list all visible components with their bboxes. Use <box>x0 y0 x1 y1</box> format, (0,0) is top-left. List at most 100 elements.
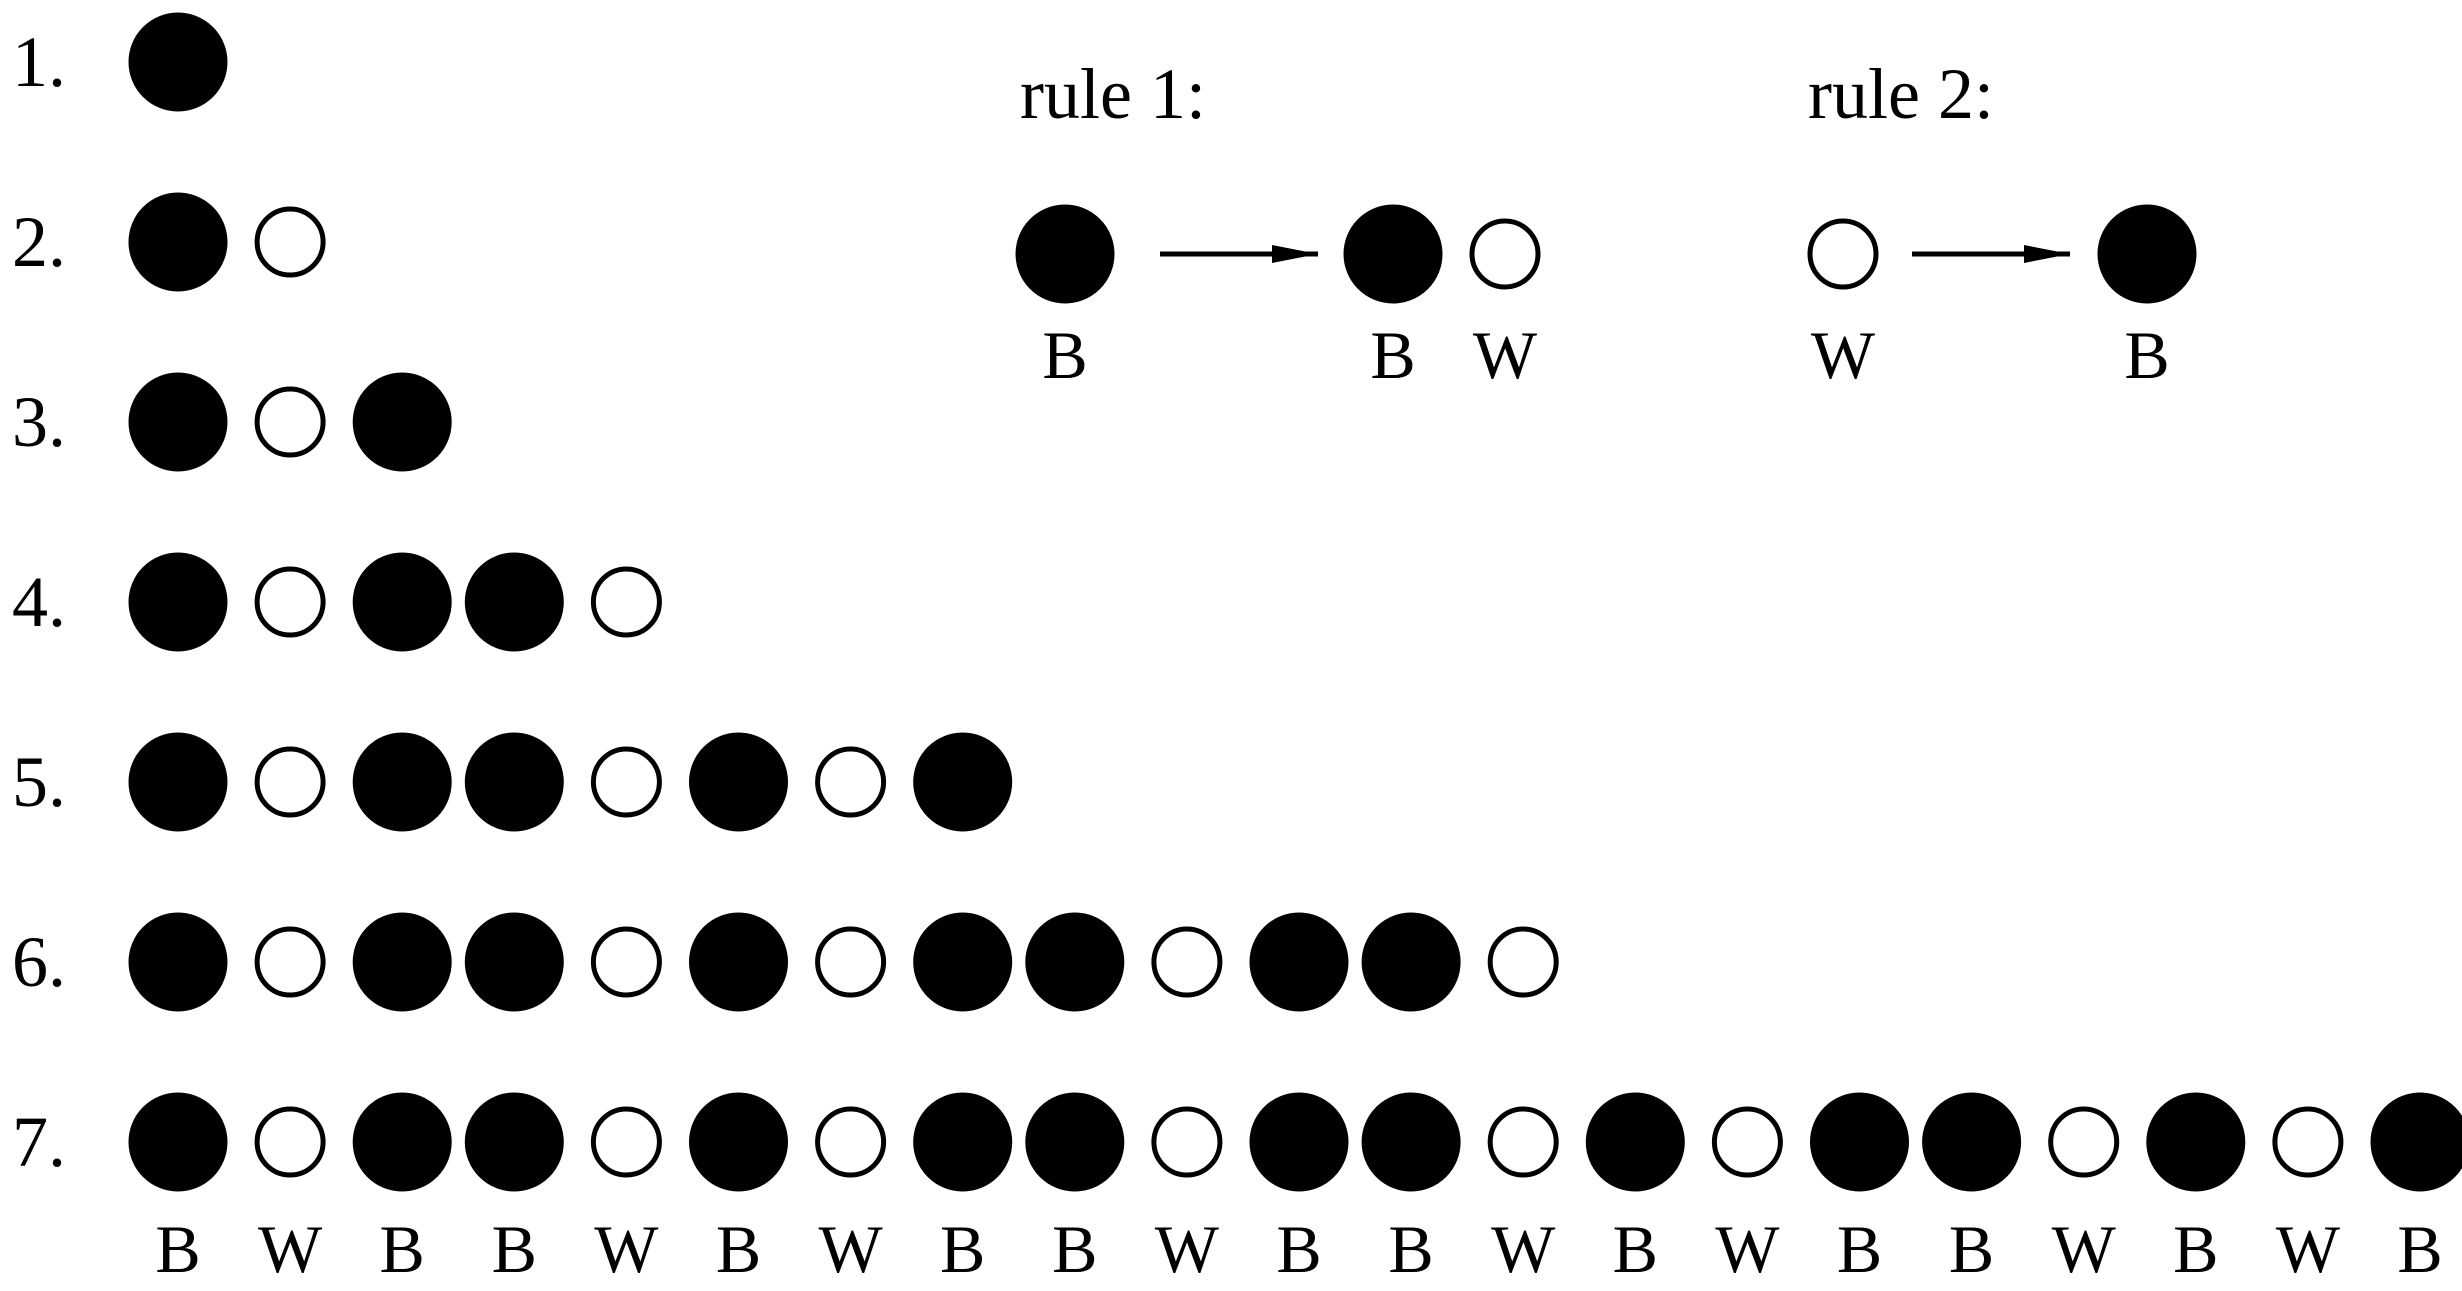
white-circle <box>590 1106 662 1178</box>
sequence-letter: W <box>594 1211 659 1287</box>
sequence-letter: W <box>2052 1211 2117 1287</box>
row-label: 6. <box>12 922 66 1002</box>
row-label: 5. <box>12 742 66 822</box>
black-circle <box>1922 1092 2022 1192</box>
black-circle <box>1585 1092 1685 1192</box>
black-circle <box>1249 1092 1349 1192</box>
white-circle <box>590 566 662 638</box>
sequence-letter: B <box>492 1211 537 1287</box>
sequence-letter: B <box>716 1211 761 1287</box>
row-label: 4. <box>12 562 66 642</box>
rule-2-title: rule 2: <box>1808 54 1994 134</box>
sequence-letter: B <box>940 1211 985 1287</box>
black-circle <box>2370 1092 2462 1192</box>
black-circle <box>913 912 1013 1012</box>
black-circle <box>689 732 788 832</box>
sequence-letter: B <box>2397 1211 2442 1287</box>
rule-1-title: rule 1: <box>1020 54 1206 134</box>
black-circle <box>464 732 564 832</box>
black-circle <box>128 912 228 1012</box>
rule-1-to-circle-2 <box>1469 218 1541 290</box>
rule-2-to-circle <box>2097 204 2197 304</box>
black-circle <box>352 1092 452 1192</box>
rule-1: rule 1: B B W <box>1015 54 1541 393</box>
sequence-letter: W <box>819 1211 884 1287</box>
black-circle <box>913 1092 1013 1192</box>
black-circle <box>128 12 228 112</box>
white-circle <box>254 746 326 818</box>
sequence-letter: B <box>2173 1211 2218 1287</box>
white-circle <box>590 746 662 818</box>
rule-1-to-circle-1 <box>1343 204 1443 304</box>
black-circle <box>128 192 228 292</box>
black-circle <box>689 912 788 1012</box>
black-circle <box>128 372 228 472</box>
black-circle <box>464 1092 564 1192</box>
black-circle <box>464 912 564 1012</box>
white-circle <box>254 566 326 638</box>
white-circle <box>254 386 326 458</box>
sequence-letter: W <box>1491 1211 1556 1287</box>
white-circle <box>1711 1106 1783 1178</box>
white-circle <box>1151 1106 1223 1178</box>
white-circle <box>254 206 326 278</box>
black-circle <box>352 372 452 472</box>
sequence-letter: B <box>1276 1211 1321 1287</box>
sequence-letter: B <box>380 1211 425 1287</box>
rule-2-to-letter: B <box>2124 317 2169 393</box>
rule-1-to-letter-1: B <box>1370 317 1415 393</box>
sequence-row-3: 3. <box>12 372 452 472</box>
sequence-letter: W <box>2276 1211 2341 1287</box>
sequence-row-1: 1. <box>12 12 228 112</box>
sequence-rows: 1. 2. 3. 4. 5. 6. 7. <box>12 12 2462 1192</box>
sequence-letter: B <box>1388 1211 1433 1287</box>
row-label: 3. <box>12 382 66 462</box>
sequence-letter: W <box>1715 1211 1780 1287</box>
black-circle <box>1810 1092 1909 1192</box>
rule-2-from-letter: W <box>1811 317 1876 393</box>
white-circle <box>1151 926 1223 998</box>
sequence-letter: B <box>1949 1211 1994 1287</box>
white-circle <box>2272 1106 2344 1178</box>
black-circle <box>352 912 452 1012</box>
white-circle <box>815 1106 887 1178</box>
sequence-letter: B <box>1837 1211 1882 1287</box>
black-circle <box>128 552 228 652</box>
black-circle <box>1361 912 1461 1012</box>
black-circle <box>1249 912 1349 1012</box>
row-label: 2. <box>12 202 66 282</box>
black-circle <box>1025 1092 1125 1192</box>
sequence-letter: B <box>1052 1211 1097 1287</box>
white-circle <box>254 1106 326 1178</box>
white-circle <box>1487 1106 1559 1178</box>
black-circle <box>128 1092 228 1192</box>
white-circle <box>815 746 887 818</box>
white-circle <box>254 926 326 998</box>
rule-1-from-letter: B <box>1042 317 1087 393</box>
white-circle <box>1487 926 1559 998</box>
rule-1-to-letter-2: W <box>1473 317 1538 393</box>
sequence-row-5: 5. <box>12 732 1013 832</box>
rule-1-from-circle <box>1015 204 1115 304</box>
row-label: 1. <box>12 22 66 102</box>
black-circle <box>1361 1092 1461 1192</box>
sequence-letter: W <box>1155 1211 1220 1287</box>
black-circle <box>352 732 452 832</box>
black-circle <box>913 732 1013 832</box>
sequence-row-7: 7. <box>12 1092 2462 1192</box>
row-label: 7. <box>12 1102 66 1182</box>
white-circle <box>815 926 887 998</box>
white-circle <box>2048 1106 2120 1178</box>
rule-2-from-circle <box>1807 218 1879 290</box>
sequence-row-4: 4. <box>12 552 662 652</box>
rule-2: rule 2: W B <box>1807 54 2197 393</box>
black-circle <box>464 552 564 652</box>
sequence-letter: B <box>155 1211 200 1287</box>
black-circle <box>128 732 228 832</box>
sequence-letter: B <box>1613 1211 1658 1287</box>
sequence-row-2: 2. <box>12 192 326 292</box>
sequence-letter: W <box>258 1211 323 1287</box>
sequence-row-6: 6. <box>12 912 1559 1012</box>
